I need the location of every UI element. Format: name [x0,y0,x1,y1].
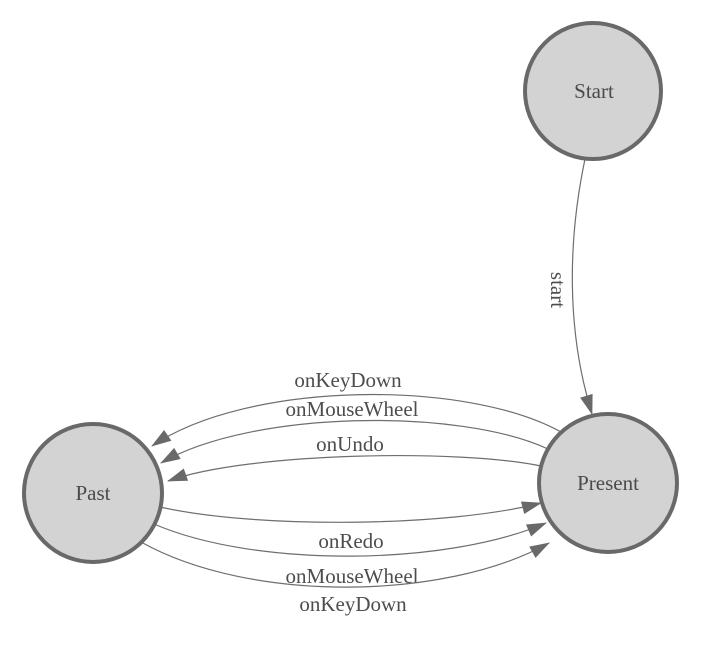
node-present-label: Present [577,471,639,495]
edge-start-to-present [571,158,593,415]
edge-label-onkeydown-bottom: onKeyDown [299,592,407,616]
node-past-circle[interactable] [22,422,164,564]
edge-label-onmousewheel-bottom: onMouseWheel [286,564,419,588]
node-past-label: Past [75,481,110,505]
edge-present-to-past-onkeydown [151,393,562,447]
edge-past-to-present-onkeydown [140,541,550,588]
edge-label-onkeydown-top: onKeyDown [294,368,402,392]
edge-past-to-present-onmousewheel [153,522,547,557]
edge-label-onredo: onRedo [318,529,383,553]
node-present[interactable]: Present [537,412,679,554]
edge-label-start: start [546,272,570,308]
edge-present-to-past-onundo [167,454,542,482]
edge-label-onmousewheel-top: onMouseWheel [286,397,419,421]
node-start-label: Start [574,79,614,103]
edge-label-onundo: onUndo [316,432,384,456]
edge-present-to-past-onmousewheel [160,419,549,464]
node-start-circle[interactable] [523,21,663,161]
node-present-circle[interactable] [537,412,679,554]
node-past[interactable]: Past [22,422,164,564]
nodes-layer: Start Present Past [22,21,679,564]
edges-layer: start onKeyDown onMouseWheel onUndo onRe… [140,158,593,616]
edge-past-to-present-onredo [159,501,542,523]
node-start[interactable]: Start [523,21,663,161]
